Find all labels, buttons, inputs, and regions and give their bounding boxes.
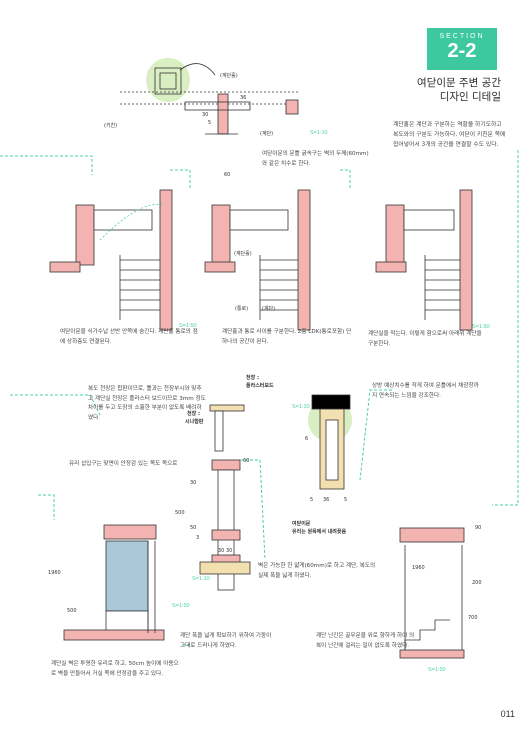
- label-stair-hall-2: (계단홀): [234, 251, 252, 257]
- note-exposed-column: 계단 폭을 넓게 확보하기 위하여 기둥이 그대로 드러나게 하였다.: [180, 633, 272, 649]
- dim-200: 200: [472, 580, 482, 586]
- dim-500: 500: [175, 510, 185, 516]
- label-ceiling-1: 천장 :: [246, 375, 259, 381]
- stair-section: [399, 527, 465, 659]
- dim-6: 6: [305, 436, 309, 442]
- dim-3: 3: [196, 535, 200, 541]
- section-c: [375, 189, 473, 331]
- glass-wall-section: [63, 524, 165, 641]
- dim-60-wall: 60: [243, 458, 250, 464]
- plan-detail: [120, 58, 300, 135]
- label-ceiling-2b: 시나합판: [185, 419, 204, 425]
- dim-5b: 5: [344, 497, 348, 503]
- label-door-caption-1: 여닫이문: [292, 521, 311, 527]
- note-frame-width: 여닫이문의 문틀 굵속구는 벽의 두께(60mm)와 같은 치수로 한다.: [262, 151, 369, 167]
- note-thin-wall: 벽은 가능한 한 얇게(60mm)로 하고 계단, 복도의 실제 폭을 넓게 하…: [258, 563, 376, 579]
- note-hall-divide: 계단홀과 통로 사이를 구분한다. 2층 LDK(통로포함) 단 하나의 공간이…: [222, 329, 352, 345]
- label-stair-2: (계단): [262, 306, 276, 312]
- dim-60-plan: 60: [224, 172, 231, 178]
- scale-6: S=1:50: [172, 603, 190, 609]
- label-kitchen: (키친): [104, 123, 118, 129]
- section-a: [49, 189, 173, 331]
- scale-5: S=1:10: [192, 576, 210, 582]
- scale-7: S=1:50: [428, 667, 446, 673]
- title-line-2: 디자인 디테일: [439, 91, 501, 103]
- label-corridor: (통로): [235, 306, 249, 312]
- dim-500-left: 500: [67, 608, 77, 614]
- page-title: 여닫이문 주변 공간 디자인 디테일: [405, 76, 501, 104]
- title-line-1: 여닫이문 주변 공간: [417, 77, 501, 89]
- note-glass-insert: 유리 삽입구는 맞면이 안정감 있는 목도 목으로: [69, 461, 178, 467]
- label-ceiling-2: 천장 :: [187, 411, 200, 417]
- section-b: [204, 189, 311, 331]
- leader-lines: [0, 150, 519, 646]
- scale-2: S=1:50: [179, 323, 197, 329]
- dim-30-b: 30: [190, 480, 197, 486]
- dim-700: 700: [468, 615, 478, 621]
- door-frame-detail: [308, 394, 352, 490]
- scale-3: S=1:10: [292, 404, 310, 410]
- note-handrail: 계단 난간은 골무문을 위로 향하게 하여 의복이 난간에 걸리는 일이 없도록…: [316, 633, 415, 649]
- dim-5a: 5: [310, 497, 314, 503]
- dim-90: 90: [475, 525, 482, 531]
- section-badge: SECTION 2-2: [427, 28, 497, 70]
- page-number: 011: [500, 709, 515, 719]
- section-label: SECTION: [439, 33, 485, 40]
- dim-36b: 36: [323, 497, 330, 503]
- scale-1: S=1:10: [310, 130, 328, 136]
- dim-30: 30: [202, 112, 209, 118]
- dim-30-30: 30 30: [218, 548, 233, 554]
- scale-4: S=1:50: [472, 324, 490, 330]
- ceiling-detail: [199, 404, 251, 591]
- note-ceiling: 복도 천장은 합판이므로, 틀과는 천장부시와 맞추고 계단실 천장은 플라스터…: [88, 386, 206, 421]
- label-ceiling-1b: 플라스터보드: [246, 383, 274, 389]
- note-transom: 상방 예상치수를 작게 하여 문틀에서 채광창까지 연속되는 느낌을 강조한다.: [372, 383, 479, 399]
- dim-50: 50: [190, 525, 197, 531]
- dim-5: 5: [208, 120, 212, 126]
- label-stair: (계단): [260, 131, 274, 137]
- note-glass-wall: 계단실 벽은 투명한 유리로 하고, 50cm 높이에 아용으로 벽을 만들어서…: [51, 661, 179, 677]
- section-number: 2-2: [447, 40, 477, 62]
- note-hidden-door: 여닫이문을 식가수납 선반 안쪽에 숨긴다. 계단홀 통로의 점에 상하층도 연…: [60, 329, 198, 345]
- dim-1960-right: 1960: [412, 565, 425, 571]
- label-stair-hall: (계단홀): [220, 73, 238, 79]
- note-stair-block: 계단실을 막는다. 이렇게 함으로써 아래위 계단을 구분한다.: [368, 331, 482, 347]
- intro-text: 계단홀은 계단과 구분하는 역할을 하기도하고 복도와의 구분도 가능하다. 여…: [393, 122, 506, 148]
- dim-1960-left: 1960: [48, 570, 61, 576]
- label-door-caption-2: 유리는 원목에서 내려꽂음: [292, 529, 347, 535]
- dim-36: 36: [240, 95, 247, 101]
